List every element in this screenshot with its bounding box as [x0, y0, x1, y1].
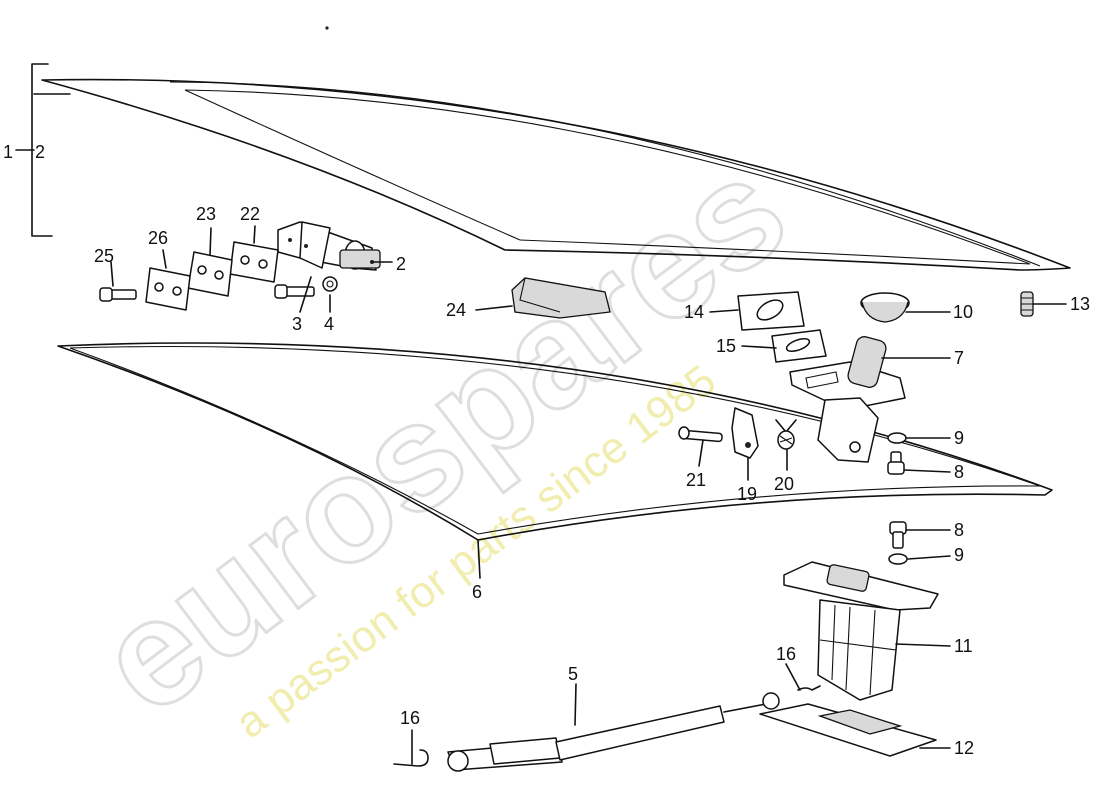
clip-16-lower — [393, 749, 429, 767]
label-2-window: 2 — [35, 142, 45, 162]
washer-9-lower — [888, 553, 908, 565]
rear-window-outer — [41, 78, 1071, 271]
label-10: 10 — [953, 302, 973, 322]
label-21: 21 — [686, 470, 706, 490]
label-6: 6 — [472, 582, 482, 602]
pin-21 — [678, 426, 723, 443]
label-3: 3 — [292, 314, 302, 334]
label-23: 23 — [196, 204, 216, 224]
bolt-25 — [99, 287, 137, 302]
speck-mark — [325, 26, 329, 30]
grommet-10 — [860, 292, 910, 323]
label-14: 14 — [684, 302, 704, 322]
label-4: 4 — [324, 314, 334, 334]
washer-9-upper — [887, 432, 907, 444]
plate-14 — [737, 291, 805, 331]
label-26: 26 — [148, 228, 168, 248]
hinge-part — [277, 221, 381, 271]
screw-8-upper — [887, 451, 905, 475]
label-7: 7 — [954, 348, 964, 368]
lock-7 — [789, 336, 906, 463]
label-9-upper: 9 — [954, 428, 964, 448]
plate-12 — [759, 703, 937, 757]
clip-16-upper — [797, 685, 821, 691]
catch-19 — [731, 407, 759, 459]
label-16-lower: 16 — [400, 708, 420, 728]
bracket-24 — [511, 277, 611, 319]
screw-8-lower — [889, 521, 907, 549]
stud-13 — [1020, 291, 1034, 317]
plate-22 — [229, 241, 279, 283]
label-8-upper: 8 — [954, 462, 964, 482]
label-25: 25 — [94, 246, 114, 266]
rear-lid-outline — [57, 342, 1053, 541]
spring-20 — [775, 419, 797, 450]
label-9-lower: 9 — [954, 545, 964, 565]
callout-labels: 1 2 2 25 26 23 22 3 4 24 14 15 10 13 7 9… — [3, 142, 1090, 758]
seal-15 — [771, 329, 827, 363]
plate-23 — [187, 251, 233, 297]
label-24: 24 — [446, 300, 466, 320]
label-2-hinge: 2 — [396, 254, 406, 274]
label-1: 1 — [3, 142, 13, 162]
label-19: 19 — [737, 484, 757, 504]
nut-4 — [322, 276, 338, 292]
label-20: 20 — [774, 474, 794, 494]
striker-11 — [783, 561, 939, 701]
gas-strut-5 — [447, 692, 780, 772]
label-22: 22 — [240, 204, 260, 224]
label-11: 11 — [954, 636, 973, 656]
label-5: 5 — [568, 664, 578, 684]
label-15: 15 — [716, 336, 736, 356]
plate-26 — [145, 267, 191, 311]
label-16-upper: 16 — [776, 644, 796, 664]
label-8-lower: 8 — [954, 520, 964, 540]
leader-lines — [110, 225, 1067, 765]
label-12: 12 — [954, 738, 974, 758]
bracket-1-2 — [15, 63, 71, 237]
bolt-3 — [274, 284, 315, 299]
label-13: 13 — [1070, 294, 1090, 314]
